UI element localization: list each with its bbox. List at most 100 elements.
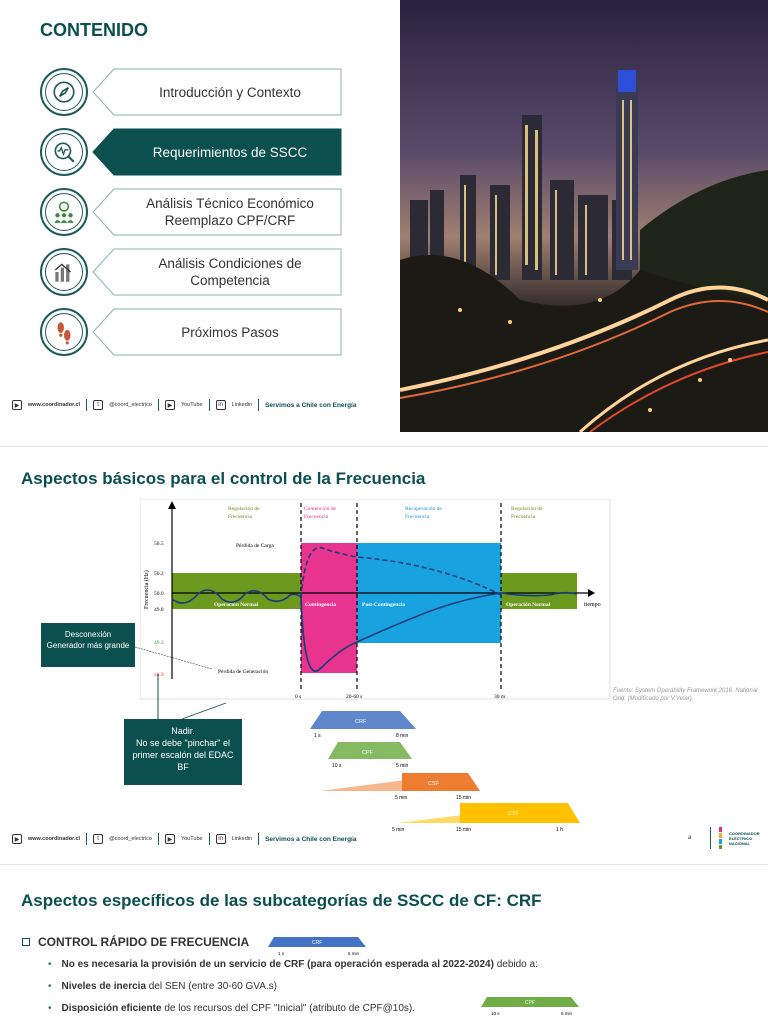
footer-linkedin[interactable]: Linkedin (231, 402, 253, 408)
footsteps-icon (57, 322, 71, 345)
y-axis-label: Frecuencia (Hz) (143, 570, 150, 609)
linkedin-icon: in (215, 834, 226, 844)
y-tick-label: 49.3 (154, 640, 164, 646)
service-start: 1 s (314, 733, 321, 739)
x-axis-arrow-icon (588, 589, 595, 597)
bar-chart-icon (54, 263, 71, 282)
band-normal-2 (501, 573, 577, 609)
crf-badge: CRF 1 s 5 min (268, 937, 366, 956)
menu-icon-ring (40, 188, 88, 236)
band-normal-1 (172, 573, 301, 609)
x-tick-label: 30 m (494, 694, 506, 700)
service-end: 5 min (396, 763, 408, 769)
bullet-bold: Disposición eficiente (61, 1003, 162, 1014)
magnifier-pulse-icon (54, 142, 75, 163)
service-csf-bar (402, 773, 480, 791)
bullet-bold: No es necesaria la provisión de un servi… (61, 959, 494, 970)
service-end: 15 min (456, 827, 471, 832)
service-end: 15 min (456, 795, 471, 801)
crf-bullet: •Niveles de inercia del SEN (entre 30-60… (48, 981, 277, 992)
band-label: Operación Normal (214, 602, 259, 608)
slide-footer: ▶ www.coordinador.cl t @coord_electrico … (12, 398, 356, 412)
badge-label: CRF (312, 940, 322, 946)
menu-item-label: Análisis Técnico Económico Reemplazo CPF… (146, 196, 314, 228)
service-label: CTF (508, 811, 519, 817)
menu-icon-ring (40, 128, 88, 176)
menu-item-5[interactable]: Próximos Pasos (40, 308, 342, 356)
y-tick-label: 50.2 (154, 571, 164, 577)
twitter-icon: t (93, 834, 104, 844)
service-start: 10 s (332, 763, 342, 769)
bullet-dot-icon: • (48, 981, 52, 992)
band-label: Contingencia (305, 602, 336, 608)
bullet-rest: de los recursos del CPF "Inicial" (atrib… (161, 1003, 416, 1014)
coordinador-logo: COORDINADOR ELÉCTRICO NACIONAL (716, 827, 767, 849)
service-end: 8 min (396, 733, 408, 739)
footer-youtube[interactable]: YouTube (180, 836, 203, 842)
slide-footer: ▶ www.coordinador.cl t @coord_electrico … (12, 832, 356, 846)
y-axis-arrow-icon (168, 501, 176, 509)
coordinador-icon: ▶ (12, 834, 22, 844)
twitter-icon: t (93, 400, 104, 410)
menu-item-box: Próximos Pasos (92, 308, 342, 356)
y-tick-label: 50.0 (154, 591, 164, 597)
youtube-icon: ▶ (164, 834, 175, 844)
menu-item-1[interactable]: Introducción y Contexto (40, 68, 342, 116)
menu-icon-ring (40, 68, 88, 116)
footer-twitter[interactable]: @coord_electrico (109, 402, 152, 408)
bullet-dot-icon: • (48, 1003, 52, 1014)
menu-item-2[interactable]: Requerimientos de SSCC (40, 128, 342, 176)
menu-icon-ring (40, 308, 88, 356)
badge-label: CPF (525, 1000, 535, 1006)
service-label: CRF (355, 719, 367, 725)
bullet-dot-icon: • (48, 959, 52, 970)
compass-icon (53, 81, 75, 103)
y-tick-label: 49.8 (154, 607, 164, 613)
footer-linkedin[interactable]: Linkedin (231, 836, 253, 842)
menu-item-box: Requerimientos de SSCC (92, 128, 342, 176)
menu-item-3[interactable]: Análisis Técnico Económico Reemplazo CPF… (40, 188, 342, 236)
badge-start: 10 s (491, 1011, 500, 1016)
service-crf-bar (310, 711, 416, 729)
service-cpf-bar (328, 742, 412, 759)
crf-bullet: • Disposición eficiente de los recursos d… (48, 1003, 415, 1014)
footer-slogan: Servimos a Chile con Energía (265, 835, 357, 843)
y-tick-label: 50.5 (154, 541, 164, 547)
youtube-icon: ▶ (164, 400, 175, 410)
menu-item-label: Análisis Condiciones de Competencia (158, 256, 302, 288)
frequency-line-generation-loss (300, 591, 578, 672)
footer-site[interactable]: www.coordinador.cl (28, 836, 81, 842)
service-end-2: 1 h (556, 827, 563, 832)
crf-heading-text: CONTROL RÁPIDO DE FRECUENCIA (38, 935, 250, 949)
slide-title: CONTENIDO (40, 20, 148, 40)
footer-slogan: Servimos a Chile con Energía (265, 401, 357, 409)
annotation-perdida-carga: Pérdida de Carga (236, 543, 274, 549)
menu-item-4[interactable]: Análisis Condiciones de Competencia (40, 248, 342, 296)
slide-title: Aspectos específicos de las subcategoría… (21, 891, 542, 910)
badge-start: 1 s (278, 951, 285, 956)
footer-youtube[interactable]: YouTube (180, 402, 203, 408)
menu-item-label: Próximos Pasos (181, 324, 279, 340)
service-label: CPF (362, 750, 374, 756)
footer-site[interactable]: www.coordinador.cl (28, 402, 81, 408)
city-night-photo (400, 0, 768, 432)
crf-heading: CONTROL RÁPIDO DE FRECUENCIA (22, 935, 249, 949)
x-axis-label: tiempo (584, 602, 601, 608)
bullet-rest: del SEN (entre 30-60 GVA.s) (146, 981, 277, 992)
footer-twitter[interactable]: @coord_electrico (109, 836, 152, 842)
slide-crf: Aspectos específicos de las subcategoría… (0, 864, 768, 1024)
y-tick-label: 48.9 (154, 672, 164, 678)
frequency-line-load-loss (300, 546, 502, 598)
menu-item-label: Requerimientos de SSCC (152, 144, 308, 160)
logo-text: COORDINADOR ELÉCTRICO NACIONAL (729, 830, 760, 846)
badge-end: 5 min (348, 951, 360, 956)
band-contingencia (301, 543, 357, 673)
service-ctf-bar (460, 803, 580, 823)
band-label: Operación Normal (506, 602, 551, 608)
